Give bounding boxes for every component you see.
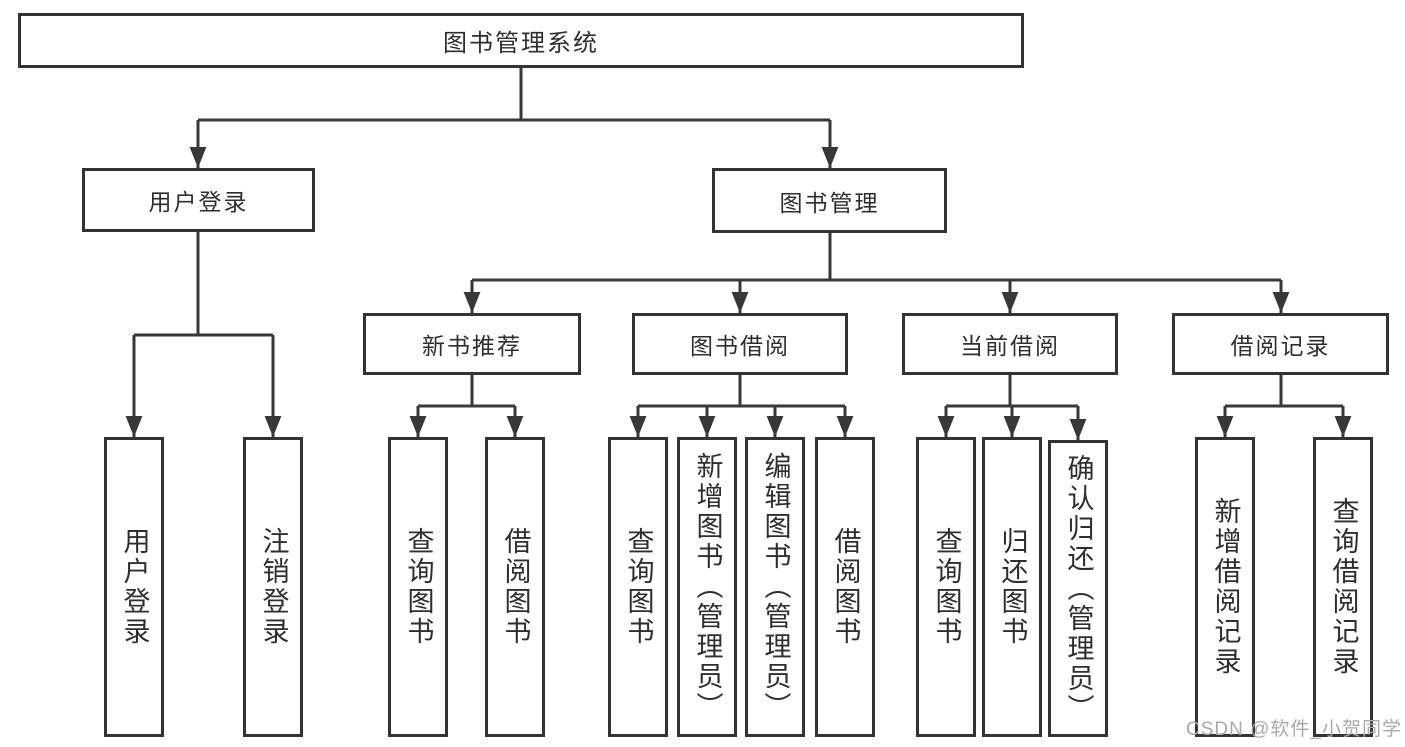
- leaf-current-query-book-label: 查询图书: [931, 527, 962, 647]
- leaf-current-query-book: 查询图书: [916, 437, 976, 737]
- node-current-borrow: 当前借阅: [902, 313, 1118, 375]
- node-user-login-label: 用户登录: [148, 189, 249, 215]
- leaf-borrow-book-label: 借阅图书: [830, 527, 861, 647]
- leaf-logout: 注销登录: [243, 437, 303, 737]
- leaf-recommend-query-book-label: 查询图书: [403, 527, 434, 647]
- node-book-management-label: 图书管理: [779, 189, 880, 216]
- leaf-add-borrow-record: 新增借阅记录: [1195, 437, 1255, 737]
- node-borrow-record-label: 借阅记录: [1230, 333, 1331, 359]
- node-new-book-recommend-label: 新书推荐: [422, 333, 522, 359]
- leaf-recommend-query-book: 查询图书: [388, 437, 448, 737]
- node-current-borrow-label: 当前借阅: [960, 333, 1060, 359]
- node-root-label: 图书管理系统: [443, 30, 599, 57]
- leaf-edit-book-admin: 编辑图书（管理员）: [745, 437, 805, 737]
- leaf-user-login: 用户登录: [104, 437, 164, 737]
- node-user-login: 用户登录: [82, 168, 315, 232]
- leaf-recommend-borrow-book-label: 借阅图书: [500, 527, 531, 647]
- leaf-logout-label: 注销登录: [258, 527, 289, 647]
- node-book-borrow-label: 图书借阅: [690, 333, 790, 359]
- leaf-return-book-label: 归还图书: [997, 527, 1028, 647]
- leaf-query-borrow-record: 查询借阅记录: [1313, 437, 1373, 737]
- leaf-borrow-book: 借阅图书: [815, 437, 875, 737]
- node-borrow-record: 借阅记录: [1172, 313, 1389, 375]
- leaf-return-book: 归还图书: [982, 437, 1042, 737]
- leaf-borrow-query-book: 查询图书: [608, 437, 668, 737]
- leaf-add-book-admin: 新增图书（管理员）: [677, 437, 737, 737]
- node-root: 图书管理系统: [18, 13, 1024, 68]
- leaf-user-login-label: 用户登录: [119, 527, 150, 647]
- leaf-recommend-borrow-book: 借阅图书: [485, 437, 545, 737]
- leaf-query-borrow-record-label: 查询借阅记录: [1328, 497, 1359, 677]
- node-book-borrow: 图书借阅: [632, 313, 848, 375]
- leaf-add-book-admin-label: 新增图书（管理员）: [692, 452, 723, 722]
- node-new-book-recommend: 新书推荐: [363, 313, 581, 375]
- leaf-add-borrow-record-label: 新增借阅记录: [1210, 497, 1241, 677]
- node-book-management: 图书管理: [712, 168, 947, 233]
- csdn-watermark: CSDN @软件_小贺同学: [1186, 719, 1402, 740]
- leaf-confirm-return-admin-label: 确认归还（管理员）: [1063, 453, 1094, 724]
- leaf-confirm-return-admin: 确认归还（管理员）: [1048, 440, 1108, 737]
- leaf-edit-book-admin-label: 编辑图书（管理员）: [760, 452, 791, 722]
- leaf-borrow-query-book-label: 查询图书: [623, 527, 654, 647]
